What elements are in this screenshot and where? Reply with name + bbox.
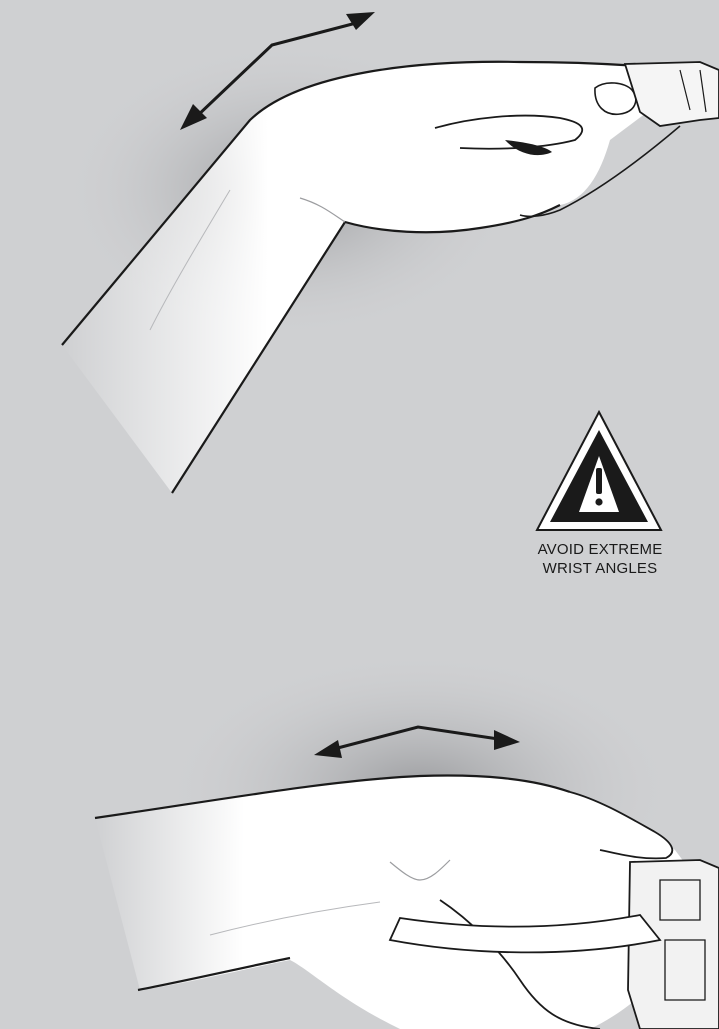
warning-caption-line-1: AVOID EXTREME	[530, 540, 670, 559]
warning-caption-line-2: WRIST ANGLES	[530, 559, 670, 578]
warning-caption: AVOID EXTREME WRIST ANGLES	[530, 540, 670, 578]
warning-triangle-icon	[537, 412, 661, 530]
